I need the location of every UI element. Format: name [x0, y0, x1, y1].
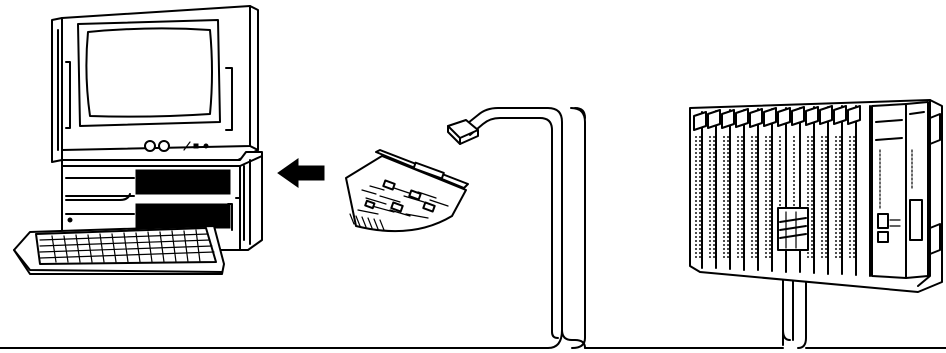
network-cable-icon — [0, 107, 946, 349]
cable-connector-icon — [447, 119, 479, 145]
plc-rack-icon — [689, 99, 943, 293]
insert-arrow-icon — [277, 158, 325, 188]
expansion-card-icon — [345, 149, 469, 233]
communication-unit — [777, 207, 809, 251]
keyboard-keys — [39, 229, 215, 263]
cpu-module — [871, 101, 929, 279]
desktop-computer-icon — [13, 5, 263, 275]
